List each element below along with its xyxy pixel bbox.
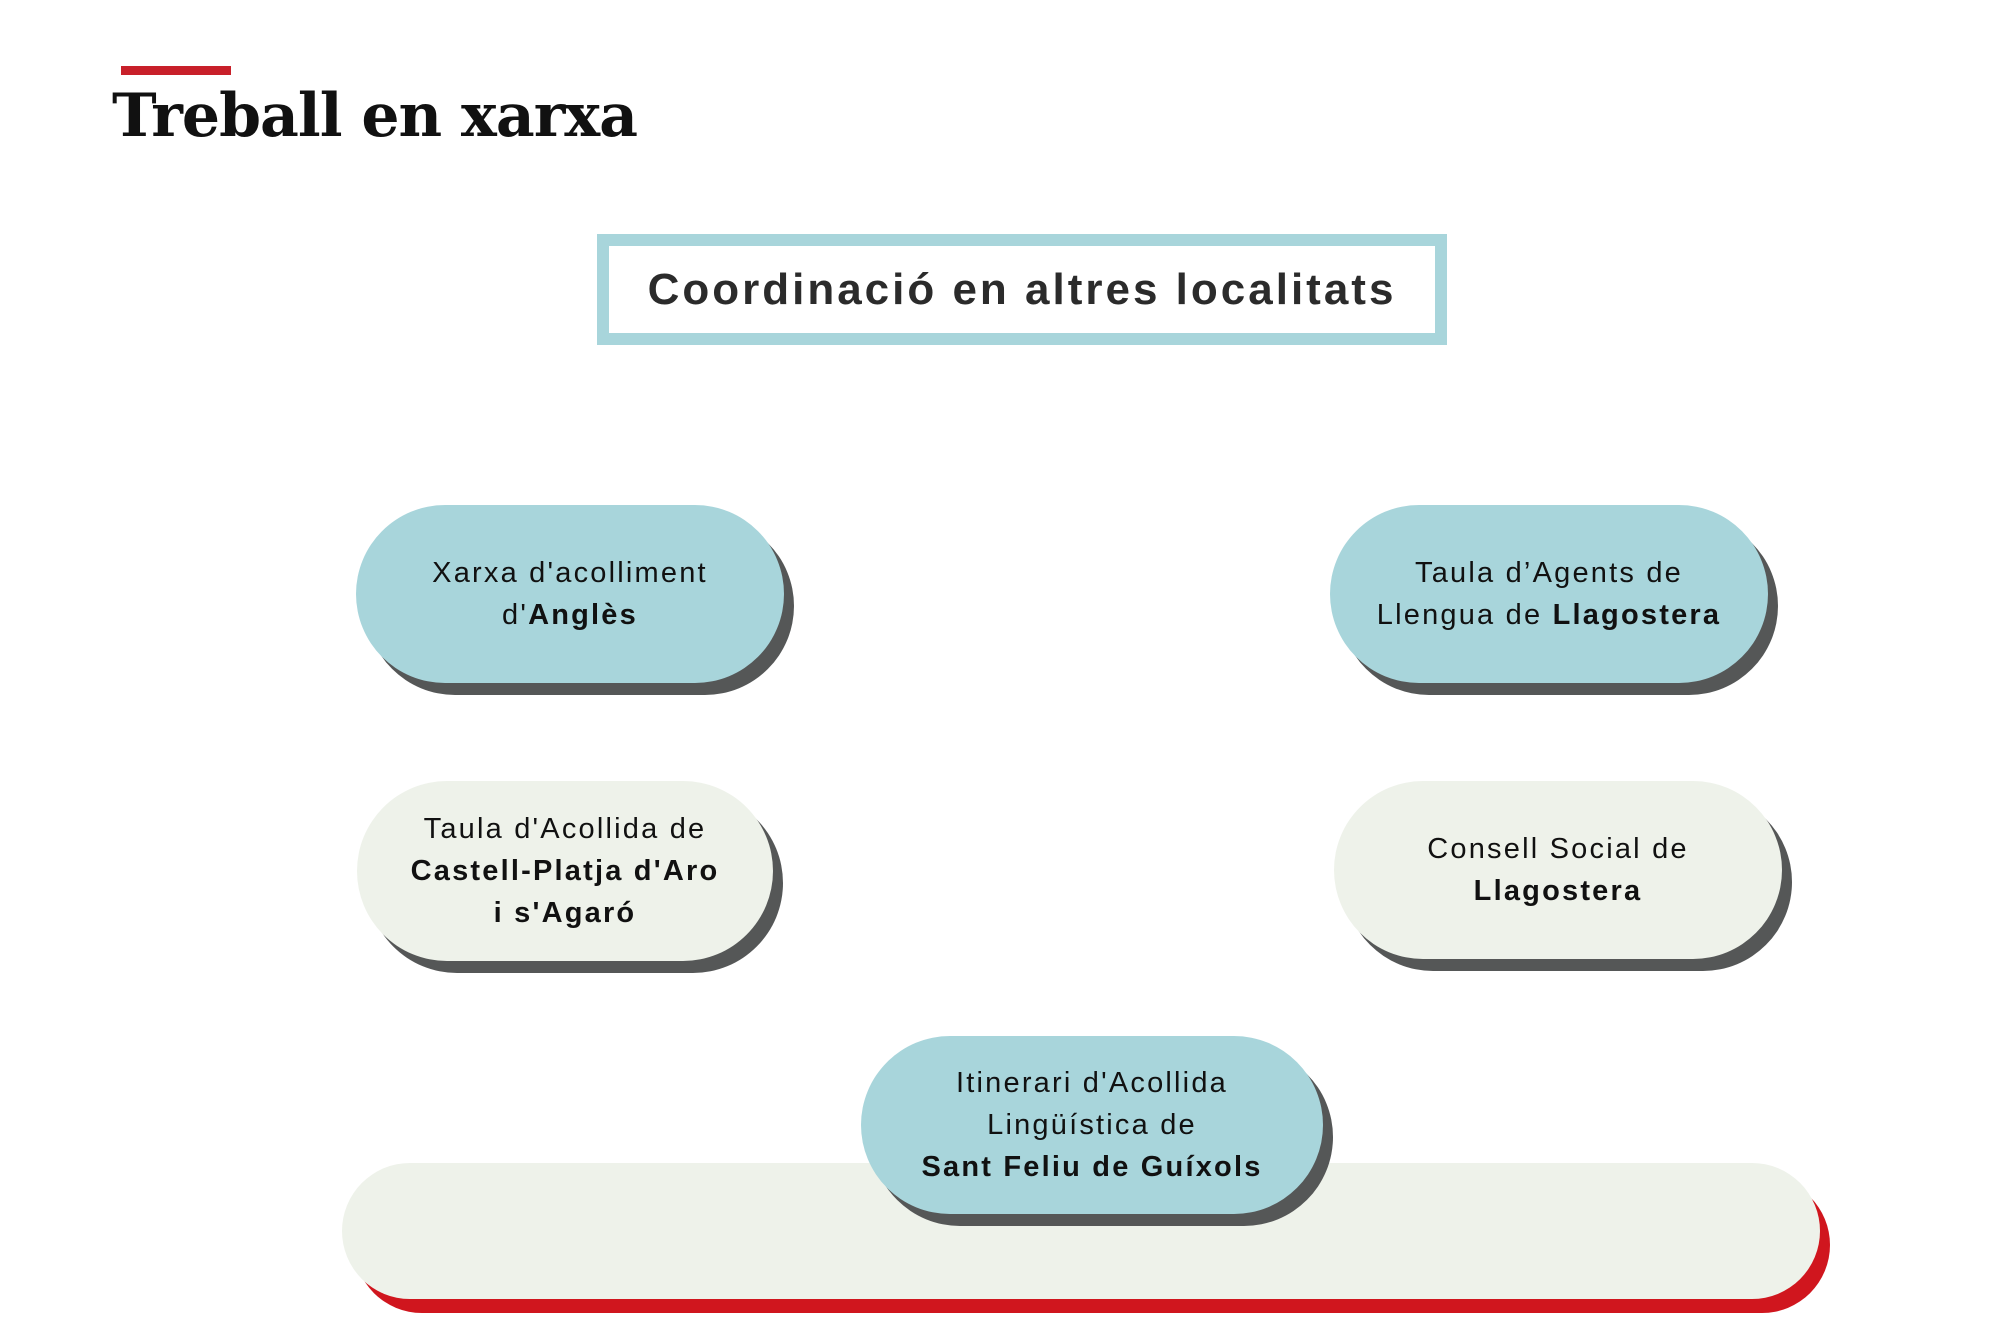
node-text: Taula d’Agents de (1415, 557, 1683, 589)
node-text-bold: Anglès (528, 599, 638, 631)
node-label: Xarxa d'acolliment d'Anglès (432, 552, 708, 636)
node-text: Lingüística de (987, 1109, 1197, 1141)
node-shape (357, 781, 773, 961)
node-label: Itinerari d'Acollida Lingüística de Sant… (921, 1062, 1262, 1188)
node-castell-platja-aro: Taula d'Acollida de Castell-Platja d'Aro… (357, 781, 783, 973)
node-text-bold: Castell-Platja d'Aro (410, 855, 720, 887)
node-shape (861, 1036, 1323, 1214)
node-label: Taula d'Acollida de Castell-Platja d'Aro… (411, 808, 720, 934)
node-text: d' (502, 599, 529, 631)
node-label: Taula d’Agents de Llengua de Llagostera (1377, 552, 1721, 636)
node-text: Xarxa d'acolliment (432, 557, 708, 589)
node-text: Consell Social de (1427, 833, 1689, 865)
node-sant-feliu: Itinerari d'Acollida Lingüística de Sant… (861, 1036, 1333, 1226)
section-title-box: Coordinació en altres localitats (597, 234, 1447, 345)
node-shape (356, 505, 784, 683)
node-text-bold: Llagostera (1552, 599, 1722, 631)
title-accent-bar (121, 66, 231, 75)
node-shape (1330, 505, 1768, 683)
node-text-bold: i s'Agaró (493, 897, 637, 929)
node-text-bold: Sant Feliu de Guíxols (921, 1151, 1263, 1183)
node-text: Itinerari d'Acollida (956, 1067, 1228, 1099)
node-text: Llengua de (1376, 599, 1553, 631)
page-title: Treball en xarxa (112, 81, 638, 151)
node-llagostera-consell: Consell Social de Llagostera (1334, 781, 1792, 971)
node-llagostera-agents: Taula d’Agents de Llengua de Llagostera (1330, 505, 1778, 695)
node-angles: Xarxa d'acolliment d'Anglès (356, 505, 794, 695)
node-label: Consell Social de Llagostera (1427, 828, 1688, 912)
node-text: Taula d'Acollida de (423, 813, 707, 845)
section-title: Coordinació en altres localitats (647, 264, 1397, 314)
node-shape (1334, 781, 1782, 959)
node-text-bold: Llagostera (1473, 875, 1643, 907)
